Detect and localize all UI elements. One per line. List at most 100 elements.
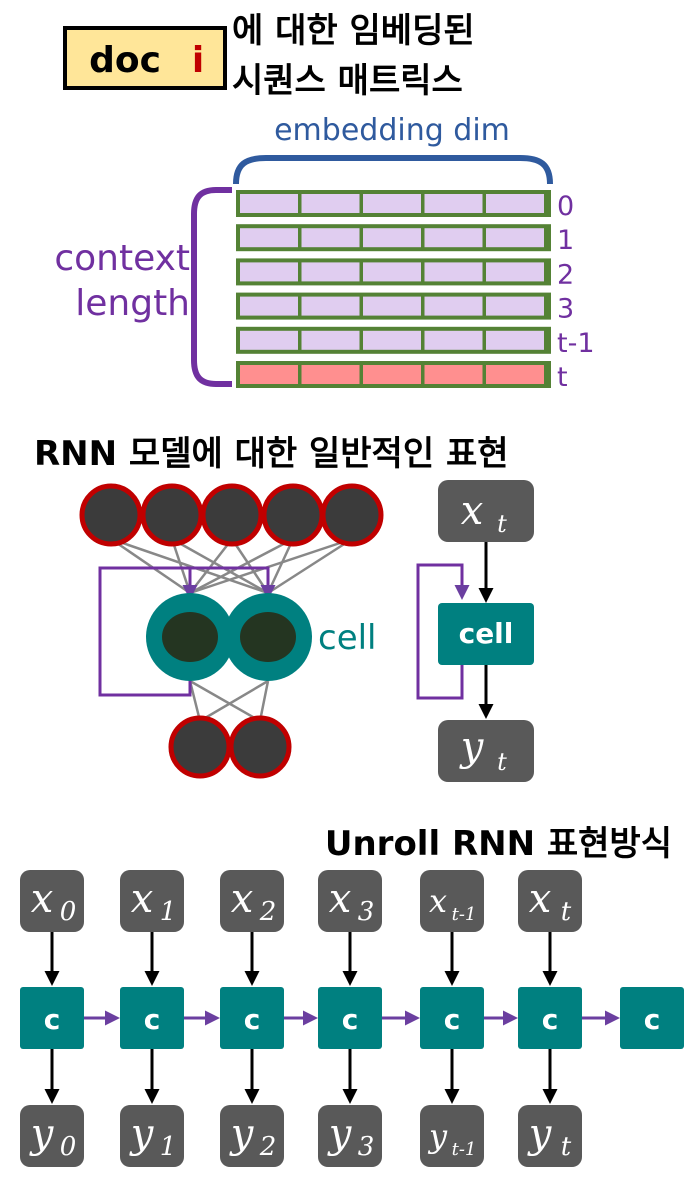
nn-edge xyxy=(110,537,191,595)
unroll-input-sub: 2 xyxy=(259,897,277,927)
unroll-input-box-bg xyxy=(20,870,84,932)
matrix-cell xyxy=(301,330,360,350)
compact-input-main: x xyxy=(461,488,484,534)
unroll-input-main: x xyxy=(329,876,352,922)
doc-badge-index: i xyxy=(192,40,204,81)
matrix-cell xyxy=(301,365,360,384)
context-length-brace xyxy=(191,187,232,387)
compact-cell-label: cell xyxy=(459,617,514,650)
matrix-cell xyxy=(301,228,360,248)
input-node xyxy=(79,483,143,547)
cell-node-label: cell xyxy=(318,618,377,658)
unroll-cell-label: c xyxy=(644,1003,661,1036)
matrix-cell xyxy=(301,262,360,282)
unroll-cell: c xyxy=(318,987,382,1049)
unroll-output-box-bg xyxy=(318,1105,382,1167)
matrix-row: 3 xyxy=(236,292,574,325)
embedding-dim-brace xyxy=(233,155,553,185)
nn-output-nodes xyxy=(168,715,292,779)
unroll-cell-label: c xyxy=(342,1003,359,1036)
unroll-input-box-bg xyxy=(220,870,284,932)
unroll-cell-bg xyxy=(120,987,184,1049)
output-node xyxy=(228,715,292,779)
unroll-cell-bg xyxy=(318,987,382,1049)
matrix-row: t xyxy=(236,361,568,393)
unroll-cell-label: c xyxy=(244,1003,261,1036)
matrix-row-label: 1 xyxy=(557,225,574,256)
matrix-cell xyxy=(424,296,483,316)
unroll-cell-bg xyxy=(220,987,284,1049)
unroll-output-main: y xyxy=(129,1111,155,1157)
unroll-input-main: x xyxy=(231,876,254,922)
unroll-output-main: y xyxy=(327,1111,353,1157)
nn-edge xyxy=(189,537,353,595)
cell-node-left xyxy=(146,593,234,681)
rnn-general-section: RNN 모델에 대한 일반적인 표현 cell x t cell xyxy=(34,434,534,782)
matrix-cell xyxy=(363,194,421,213)
unroll-output-sub: 2 xyxy=(259,1132,277,1162)
matrix-row-label: 3 xyxy=(557,294,574,325)
unroll-output-box-bg xyxy=(220,1105,284,1167)
nn-edge xyxy=(110,537,269,595)
matrix-cell xyxy=(363,228,421,248)
matrix-cell xyxy=(240,228,298,248)
compact-input-sub: t xyxy=(497,510,507,538)
unroll-output-sub: 3 xyxy=(358,1132,375,1162)
nn-edge xyxy=(170,538,192,594)
matrix-row: t-1 xyxy=(236,326,595,359)
matrix-cell xyxy=(424,330,483,350)
matrix-cell xyxy=(363,365,421,384)
unroll-input-sub: t-1 xyxy=(452,904,477,925)
unroll-cell-label: c xyxy=(44,1003,61,1036)
unroll-cell: c xyxy=(220,987,284,1049)
matrix-row-label: t-1 xyxy=(557,328,595,359)
matrix-row: 0 xyxy=(236,190,574,222)
matrix-cell xyxy=(486,296,544,316)
output-node xyxy=(168,715,232,779)
header: doc i 에 대한 임베딩된 시퀀스 매트릭스 xyxy=(63,11,475,101)
matrix-cell xyxy=(240,262,298,282)
nn-edge xyxy=(267,537,353,595)
unroll-cell: c xyxy=(518,987,582,1049)
header-title-line1: 에 대한 임베딩된 xyxy=(232,11,475,51)
unroll-cell: c xyxy=(420,987,484,1049)
doc-badge-word: doc xyxy=(89,40,161,81)
matrix-cell xyxy=(486,228,544,248)
input-node xyxy=(140,483,204,547)
nn-edge xyxy=(189,538,233,594)
matrix-cell xyxy=(240,296,298,316)
input-node xyxy=(200,483,264,547)
unroll-output-box-bg xyxy=(20,1105,84,1167)
nn-edge xyxy=(230,538,270,594)
matrix-cell xyxy=(424,194,483,213)
unroll-cell-bg xyxy=(518,987,582,1049)
compact-output-sub: t xyxy=(497,748,507,776)
matrix-cell xyxy=(240,365,298,384)
unroll-cell-bg xyxy=(420,987,484,1049)
matrix-cell xyxy=(424,365,483,384)
unroll-output-box-bg xyxy=(120,1105,184,1167)
header-title-line2: 시퀀스 매트릭스 xyxy=(232,61,463,101)
context-label-line1: context xyxy=(54,238,190,279)
unroll-input-main: x xyxy=(31,876,54,922)
matrix-cell xyxy=(424,228,483,248)
unroll-output-sub: 0 xyxy=(60,1132,77,1162)
matrix-row: 2 xyxy=(236,258,574,290)
matrix-cell xyxy=(486,262,544,282)
context-label-line2: length xyxy=(75,283,190,324)
matrix-cell xyxy=(363,330,421,350)
unroll-cell: c xyxy=(120,987,184,1049)
nn-edge xyxy=(188,680,202,722)
matrix-rows: 012 3t-1t xyxy=(236,190,595,393)
